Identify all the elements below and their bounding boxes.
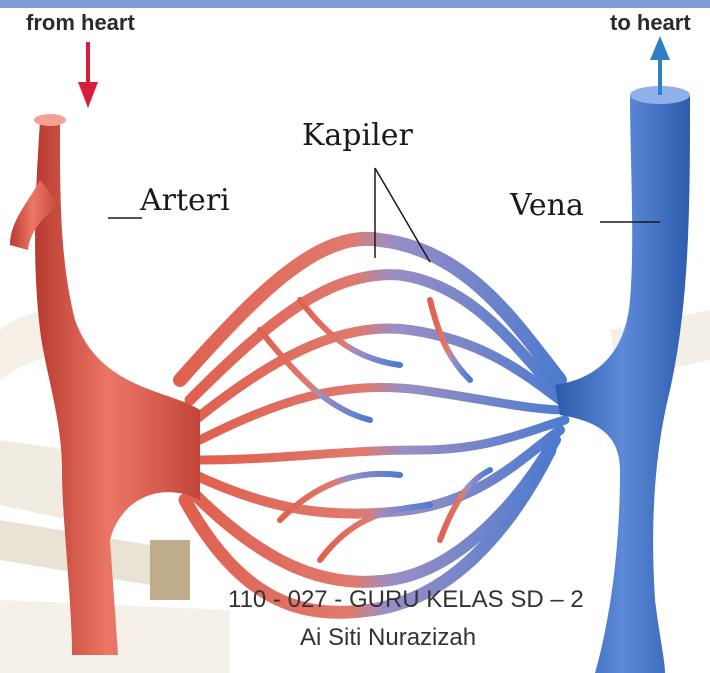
capillary-network <box>180 239 565 612</box>
from-heart-label: from heart <box>26 10 135 36</box>
credit-line-1: 110 - 027 - GURU KELAS SD – 2 <box>228 586 584 614</box>
artery-label: Arteri <box>140 183 230 218</box>
vein-vessel <box>555 86 690 673</box>
capillary-label: Kapiler <box>302 118 413 153</box>
to-heart-arrow <box>650 36 670 95</box>
vein-label: Vena <box>510 188 584 223</box>
from-heart-arrow <box>78 42 98 108</box>
credit-line-2: Ai Siti Nurazizah <box>300 624 476 652</box>
top-bar <box>0 0 710 8</box>
to-heart-label: to heart <box>610 10 691 36</box>
